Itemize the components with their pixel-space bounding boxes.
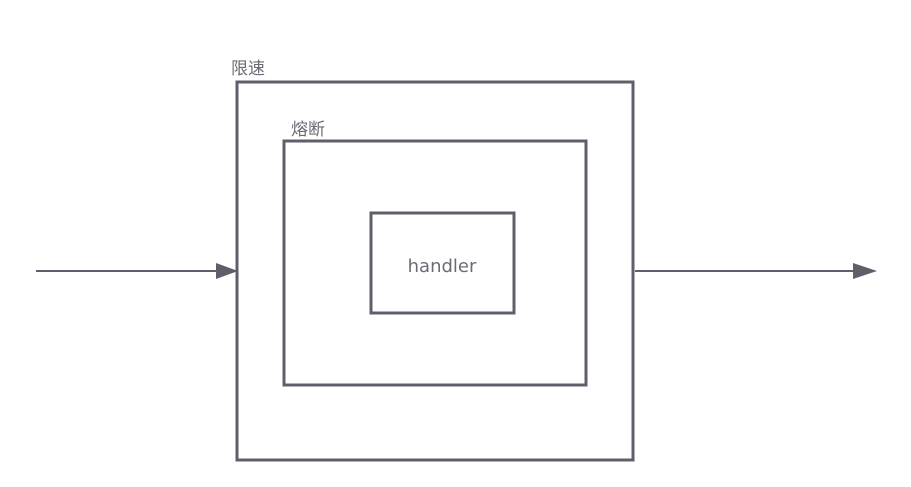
outgoing-arrowhead	[853, 263, 877, 279]
middle-box-label: 熔断	[291, 120, 325, 140]
middle-box-circuit-breaker	[282, 139, 588, 387]
incoming-arrowhead	[216, 263, 238, 279]
inner-box-handler	[369, 211, 516, 315]
outer-box-rate-limit	[235, 80, 635, 462]
outer-box-label: 限速	[231, 59, 265, 79]
inner-box-label: handler	[408, 256, 477, 277]
outgoing-arrow	[635, 263, 877, 279]
incoming-arrow	[36, 263, 238, 279]
